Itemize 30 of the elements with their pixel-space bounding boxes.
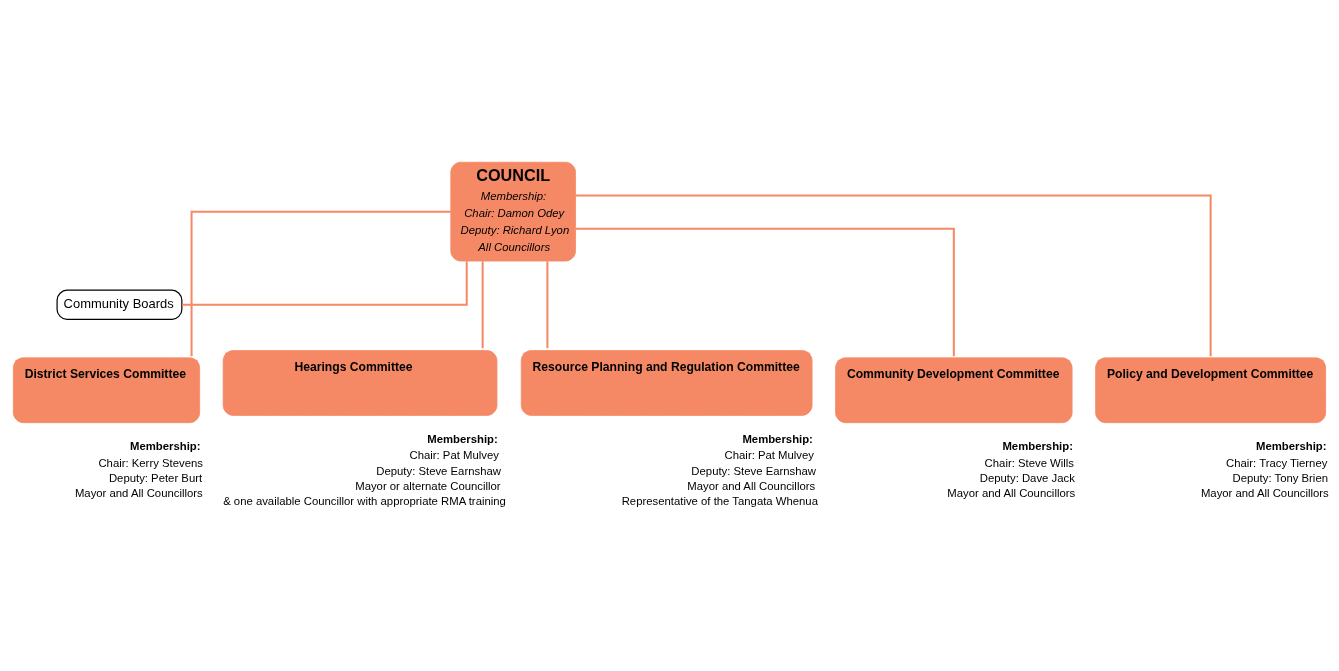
connector [190, 210, 451, 356]
node-label: Mayor and All Councillors [947, 486, 1076, 499]
node-label: Membership: [1002, 439, 1073, 452]
node-label: Deputy: Dave Jack [979, 471, 1075, 484]
node-label: & one available Councillor with appropriate RMA training [223, 494, 506, 507]
node-label: Deputy: Peter Burt [108, 471, 203, 484]
node-label: Deputy: Tony Brien [1232, 471, 1329, 484]
node-label: Chair: Steve Wills [984, 456, 1075, 469]
node-label: Membership: [742, 432, 813, 445]
connector [575, 193, 1212, 356]
connector [181, 260, 468, 306]
node-label: Membership: [129, 439, 201, 452]
node-label: Mayor and All Councillors [74, 486, 203, 499]
connector [546, 260, 549, 348]
node-label: Chair: Pat Mulvey [409, 448, 499, 461]
node-label: Deputy: Steve Earnshaw [376, 464, 501, 477]
node-label: Mayor or alternate Councillor [355, 479, 501, 492]
node-label: Chair: Tracy Tierney [1226, 456, 1328, 469]
node-label: Mayor and All Councillors [1200, 486, 1329, 499]
node-box: COUNCIL Membership: Chair: Damon Odey Deputy: Richard Lyon All Councillors [450, 161, 576, 261]
node-label: Membership: [1255, 439, 1327, 452]
node-box: Community Boards [56, 289, 183, 320]
connector [575, 227, 955, 356]
node-label: Membership: [427, 432, 498, 445]
node-label: Representative of the Tangata Whenua [621, 494, 818, 507]
node-label: Mayor and All Councillors [687, 479, 816, 492]
node-label: Deputy: Steve Earnshaw [691, 464, 817, 477]
node-label: Chair: Pat Mulvey [724, 448, 814, 461]
node-label: Chair: Kerry Stevens [98, 456, 203, 469]
connector [481, 260, 484, 348]
